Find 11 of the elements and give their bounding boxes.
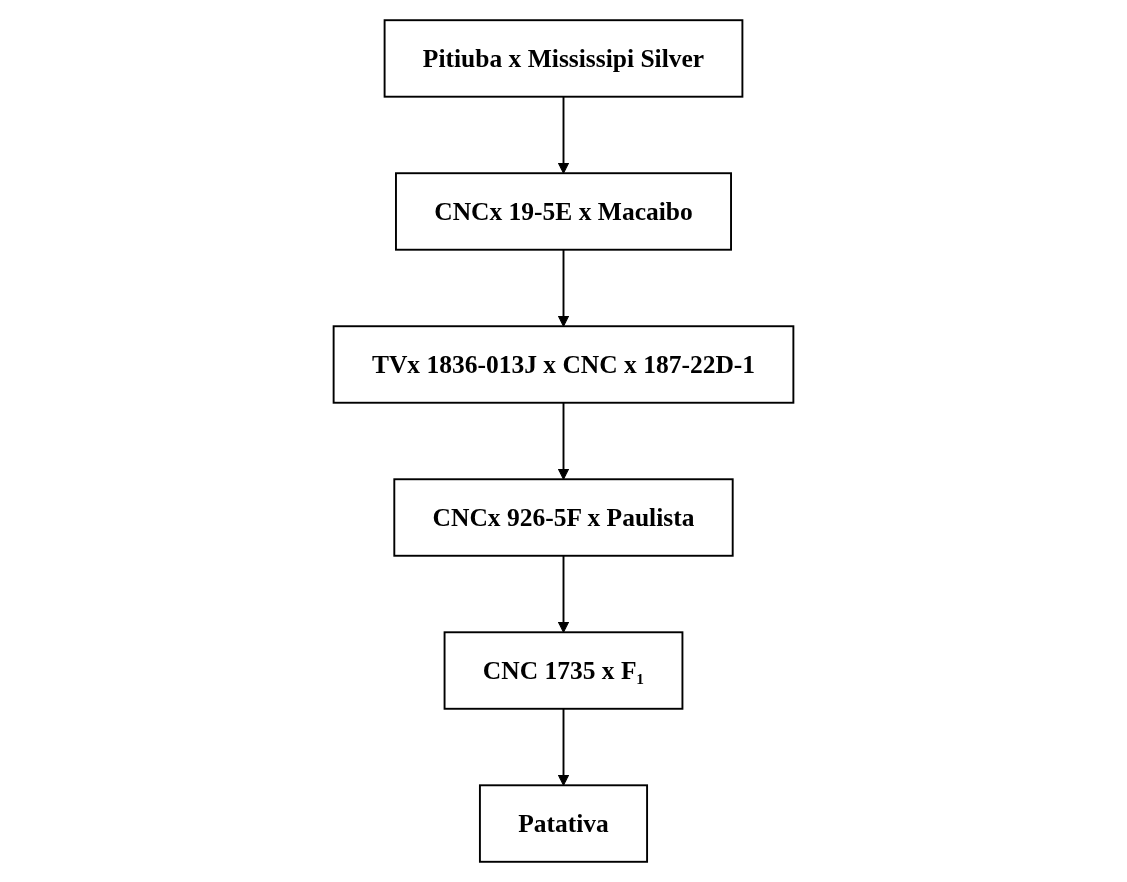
node-box: CNC 1735 x F₁: [443, 631, 684, 710]
arrow: [557, 95, 570, 174]
node-box: TVx 1836-013J x CNC x 187-22D-1: [332, 325, 795, 404]
node-box: CNCx 19-5E x Macaibo: [395, 172, 732, 251]
node-box: Pitiuba x Mississipi Silver: [383, 19, 744, 98]
arrow: [557, 707, 570, 786]
node-box: CNCx 926-5F x Paulista: [393, 478, 734, 557]
arrow: [557, 554, 570, 633]
arrow: [557, 401, 570, 480]
node-box: Patativa: [478, 784, 649, 863]
arrow: [557, 248, 570, 327]
